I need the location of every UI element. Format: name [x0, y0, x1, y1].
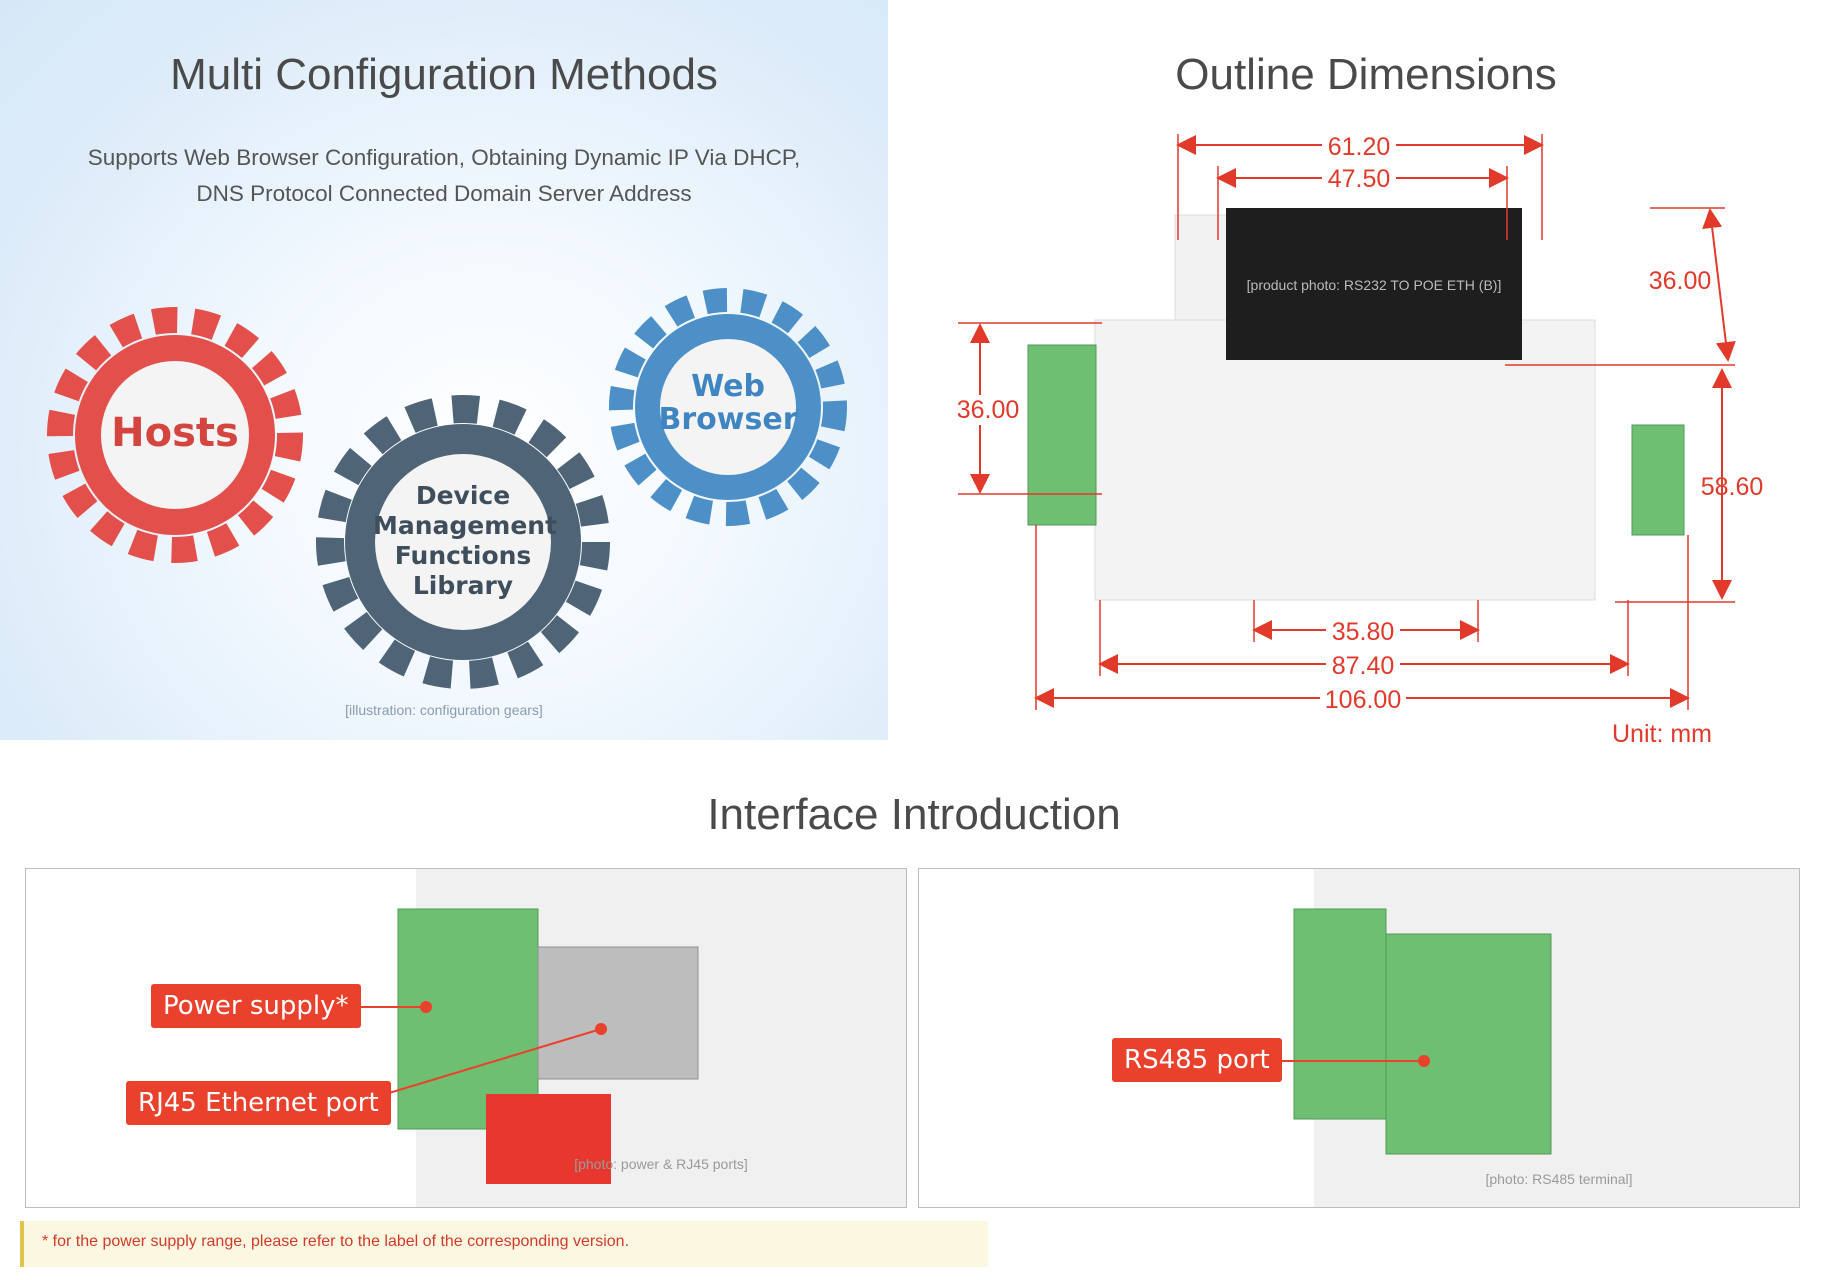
svg-text:[photo: power & RJ45 ports]: [photo: power & RJ45 ports]	[574, 1156, 748, 1172]
rs485-port-tag: RS485 port	[1112, 1038, 1282, 1082]
config-description-line1: Supports Web Browser Configuration, Obta…	[87, 145, 801, 170]
hosts-label: Hosts	[111, 410, 239, 456]
dimensions-title: Outline Dimensions	[1175, 50, 1557, 99]
dim-bottom-1: 35.80	[1332, 618, 1395, 646]
power-rj45-photo-frame: [photo: power & RJ45 ports]	[25, 868, 907, 1208]
device-label-line2: Management	[373, 511, 558, 540]
hosts-gear-icon	[47, 307, 303, 563]
device-management-label: Device Management Functions Library	[373, 481, 558, 601]
rs485-photo-frame: [photo: RS485 terminal]	[918, 868, 1800, 1208]
svg-text:[photo: RS485 terminal]: [photo: RS485 terminal]	[1485, 1171, 1632, 1187]
config-description: Supports Web Browser Configuration, Obta…	[0, 140, 888, 212]
device-label-line4: Library	[412, 571, 514, 600]
web-browser-label: Web Browser	[658, 370, 798, 436]
config-gears-graphic: [illustration: configuration gears]	[47, 288, 847, 718]
web-gear-icon	[609, 288, 847, 526]
dim-top-inner: 47.50	[1328, 165, 1391, 193]
interface-title: Interface Introduction	[707, 790, 1121, 839]
device-photo: [product photo: RS232 TO POE ETH (B)]	[1027, 208, 1685, 601]
footnote-text: * for the power supply range, please ref…	[42, 1233, 630, 1250]
dim-right-bottom: 58.60	[1701, 473, 1764, 501]
dim-unit: Unit: mm	[1612, 720, 1712, 748]
rj45-port-tag: RJ45 Ethernet port	[126, 1081, 391, 1125]
dim-right-top: 36.00	[1649, 267, 1712, 295]
device-gear-icon	[316, 395, 610, 689]
web-label-line2: Browser	[658, 402, 798, 437]
web-label-line1: Web	[691, 369, 765, 404]
device-label-line1: Device	[415, 481, 511, 510]
config-description-line2: DNS Protocol Connected Domain Server Add…	[196, 181, 692, 206]
dim-bottom-3: 106.00	[1325, 686, 1401, 714]
power-supply-tag: Power supply*	[151, 984, 361, 1028]
footnote-box: * for the power supply range, please ref…	[20, 1221, 988, 1267]
dim-left: 36.00	[957, 396, 1020, 424]
gears-image-label: [illustration: configuration gears]	[345, 702, 543, 718]
rs485-photo: [photo: RS485 terminal]	[1249, 869, 1799, 1207]
dimension-drawing: [product photo: RS232 TO POE ETH (B)] 61…	[952, 130, 1764, 748]
dim-bottom-2: 87.40	[1332, 652, 1395, 680]
config-title: Multi Configuration Methods	[170, 50, 718, 99]
device-label-line3: Functions	[394, 541, 532, 570]
svg-text:[product photo: RS232 TO POE E: [product photo: RS232 TO POE ETH (B)]	[1247, 277, 1502, 293]
dim-top-outer: 61.20	[1328, 133, 1391, 161]
power-rj45-photo: [photo: power & RJ45 ports]	[336, 869, 906, 1207]
